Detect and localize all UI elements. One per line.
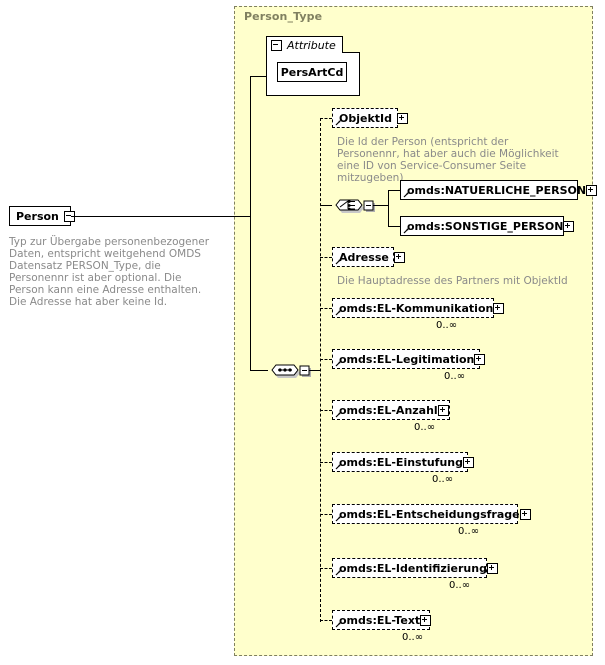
plus-icon[interactable] xyxy=(393,251,405,263)
element-el-anzahl[interactable]: omds:EL-Anzahl xyxy=(332,400,452,422)
element-label: omds:NATUERLICHE_PERSON xyxy=(407,183,587,197)
element-el-entscheidungsfrage[interactable]: omds:EL-Entscheidungsfrage xyxy=(332,504,531,526)
connector-trunk-to-attribute xyxy=(250,76,266,77)
connector-trunk-to-sequence xyxy=(250,370,268,371)
connector-branch-adresse xyxy=(320,257,332,258)
occurrence-label: 0..∞ xyxy=(414,422,436,433)
connector-branch-objektid xyxy=(320,118,332,119)
attribute-group-tab[interactable]: Attribute xyxy=(266,36,343,53)
occurrence-label: 0..∞ xyxy=(436,320,458,331)
element-el-identifizierung[interactable]: omds:EL-Identifizierung xyxy=(332,558,498,580)
connector-choice-to-sonstige xyxy=(388,226,400,227)
connector-branch-identifizierung xyxy=(320,568,332,569)
element-label: omds:EL-Identifizierung xyxy=(339,561,487,575)
occurrence-label: 0..∞ xyxy=(449,580,471,591)
connector-choice-stub xyxy=(373,205,388,206)
element-label: omds:EL-Text xyxy=(339,613,421,627)
occurrence-label: 0..∞ xyxy=(444,371,466,382)
connector-branch-entscheidungsfrage xyxy=(320,514,332,515)
connector-branch-legitimation xyxy=(320,359,332,360)
connector-branch-choice xyxy=(320,205,332,206)
connector-choice-to-natuerliche xyxy=(388,190,400,191)
connector-branch-anzahl xyxy=(320,410,332,411)
element-adresse-description: Die Hauptadresse des Partners mit Objekt… xyxy=(337,275,568,287)
element-label: Adresse xyxy=(339,250,389,264)
occurrence-label: 0..∞ xyxy=(458,526,480,537)
plus-icon[interactable] xyxy=(420,614,432,626)
plus-icon[interactable] xyxy=(493,302,505,314)
connector-choice-vertical xyxy=(388,190,389,226)
connector-sequence-to-bus xyxy=(309,370,320,371)
plus-icon[interactable] xyxy=(563,220,575,232)
element-el-kommunikation[interactable]: omds:EL-Kommunikation xyxy=(332,298,505,320)
element-objektid-description: Die Id der Person (entspricht der Person… xyxy=(337,136,559,184)
occurrence-label: 0..∞ xyxy=(432,474,454,485)
element-label: omds:EL-Anzahl xyxy=(339,403,438,417)
attribute-group-label: Attribute xyxy=(287,38,336,52)
complex-type-title: Person_Type xyxy=(244,10,323,23)
element-label: ObjektId xyxy=(339,111,392,125)
occurrence-label: 0..∞ xyxy=(402,632,424,643)
element-objektid[interactable]: ObjektId xyxy=(332,108,408,130)
connector-branch-kommunikation xyxy=(320,308,332,309)
root-element-label: Person xyxy=(16,209,59,223)
element-label: omds:EL-Legitimation xyxy=(339,352,475,366)
element-adresse[interactable]: Adresse xyxy=(332,247,405,269)
sequence-compositor-icon[interactable] xyxy=(268,359,314,381)
plus-icon[interactable] xyxy=(437,404,449,416)
complex-type-panel xyxy=(234,6,593,656)
choice-compositor-icon[interactable] xyxy=(332,194,378,216)
root-element-person[interactable]: Person xyxy=(9,206,75,228)
element-el-einstufung[interactable]: omds:EL-Einstufung xyxy=(332,452,475,474)
plus-icon[interactable] xyxy=(463,456,475,468)
element-label: omds:SONSTIGE_PERSON xyxy=(407,219,564,233)
element-label: omds:EL-Kommunikation xyxy=(339,301,494,315)
element-label: omds:EL-Entscheidungsfrage xyxy=(339,507,520,521)
attribute-persartcd[interactable]: PersArtCd xyxy=(277,62,349,84)
root-element-description: Typ zur Übergabe personenbezogener Daten… xyxy=(9,236,210,308)
element-sonstige-person[interactable]: omds:SONSTIGE_PERSON xyxy=(400,216,575,238)
attribute-label: PersArtCd xyxy=(280,65,344,79)
element-label: omds:EL-Einstufung xyxy=(339,455,464,469)
minus-icon[interactable] xyxy=(271,39,282,51)
plus-icon[interactable] xyxy=(474,353,486,365)
connector-person-to-backbone xyxy=(71,216,250,217)
plus-icon[interactable] xyxy=(397,112,408,124)
connector-branch-einstufung xyxy=(320,462,332,463)
element-el-legitimation[interactable]: omds:EL-Legitimation xyxy=(332,349,486,371)
plus-icon[interactable] xyxy=(486,562,498,574)
connector-trunk-vertical xyxy=(250,76,251,370)
element-el-text[interactable]: omds:EL-Text xyxy=(332,610,432,632)
connector-child-bus xyxy=(320,118,321,622)
element-natuerliche-person[interactable]: omds:NATUERLICHE_PERSON xyxy=(400,180,598,202)
plus-icon[interactable] xyxy=(586,184,598,196)
plus-icon[interactable] xyxy=(519,508,531,520)
connector-branch-text xyxy=(320,620,332,621)
